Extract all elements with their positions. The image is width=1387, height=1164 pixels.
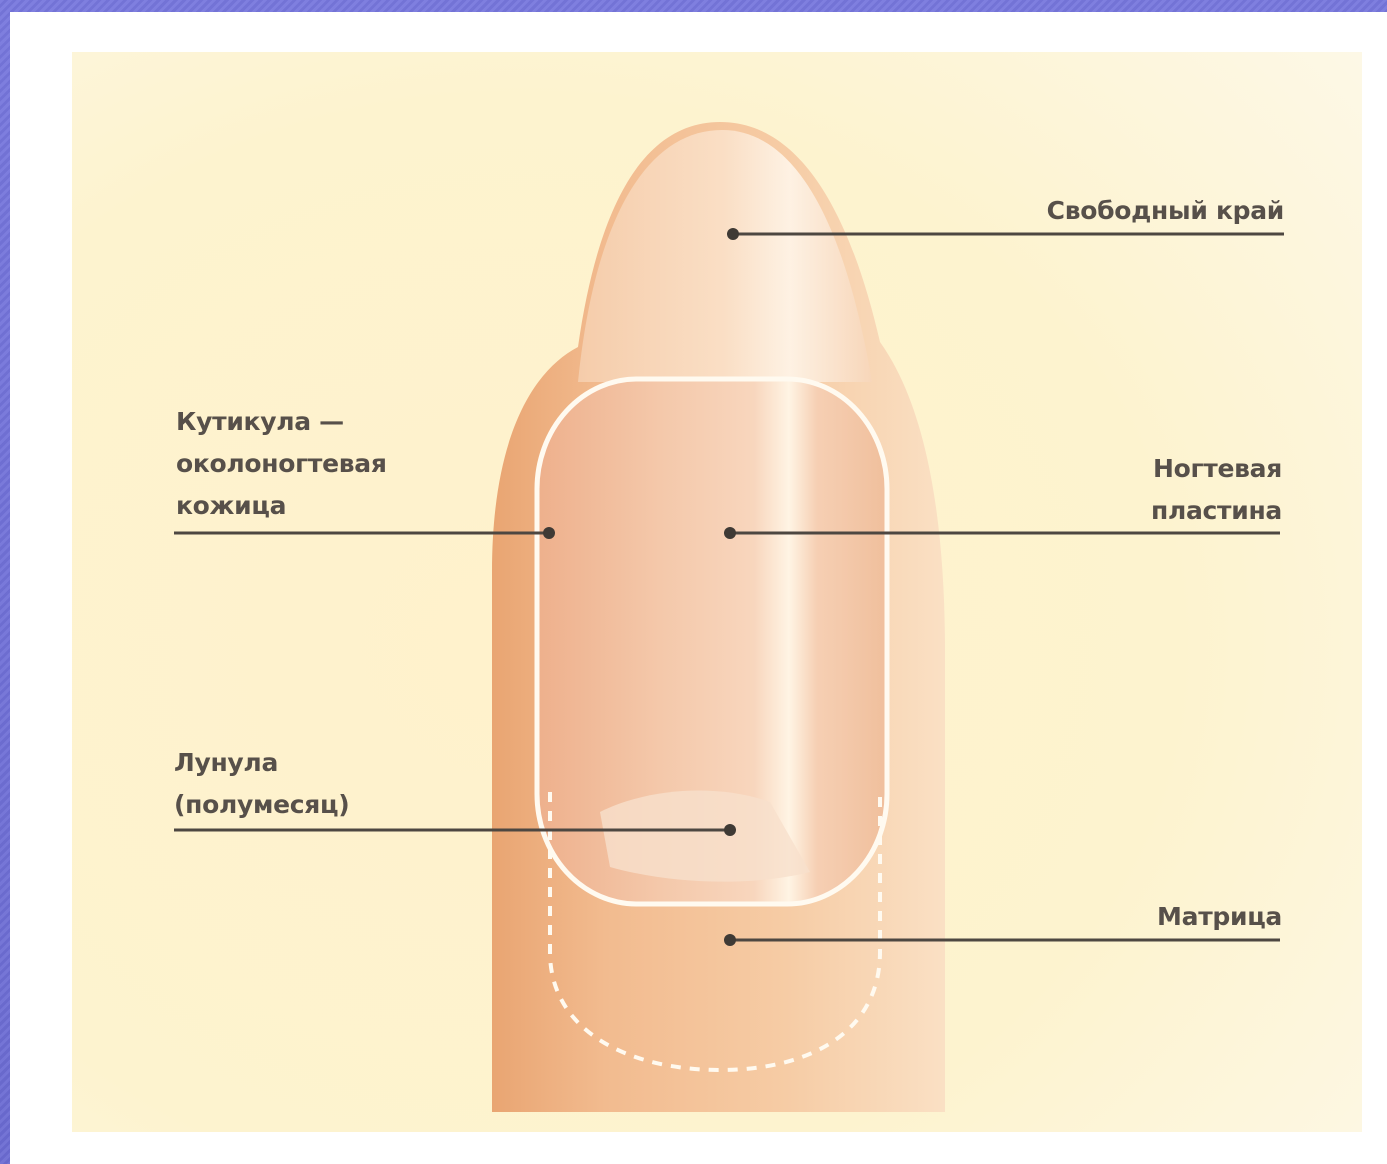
dot-matrix <box>724 934 736 946</box>
dot-cuticle <box>543 527 555 539</box>
label-cuticle-line-3: кожица <box>176 485 387 527</box>
dot-lunula <box>724 824 736 836</box>
label-matrix-text: Матрица <box>1157 902 1282 931</box>
dot-free-edge <box>727 228 739 240</box>
label-nail-plate-line-2: пластина <box>1151 490 1282 532</box>
label-lunula-line-1: Лунула <box>174 742 349 784</box>
label-lunula-line-2: (полумесяц) <box>174 784 349 826</box>
dot-nail-plate <box>724 527 736 539</box>
label-cuticle-line-1: Кутикула — <box>176 401 387 443</box>
label-nail-plate-line-1: Ногтевая <box>1151 448 1282 490</box>
label-free-edge: Свободный край <box>1047 190 1284 232</box>
nail-anatomy-diagram <box>10 12 1387 1164</box>
label-cuticle: Кутикула — околоногтевая кожица <box>176 401 387 527</box>
diagram-panel: Свободный край Кутикула — околоногтевая … <box>10 12 1387 1164</box>
label-nail-plate: Ногтевая пластина <box>1151 448 1282 532</box>
label-cuticle-line-2: околоногтевая <box>176 443 387 485</box>
label-matrix: Матрица <box>1157 896 1282 938</box>
label-lunula: Лунула (полумесяц) <box>174 742 349 826</box>
label-free-edge-text: Свободный край <box>1047 196 1284 225</box>
